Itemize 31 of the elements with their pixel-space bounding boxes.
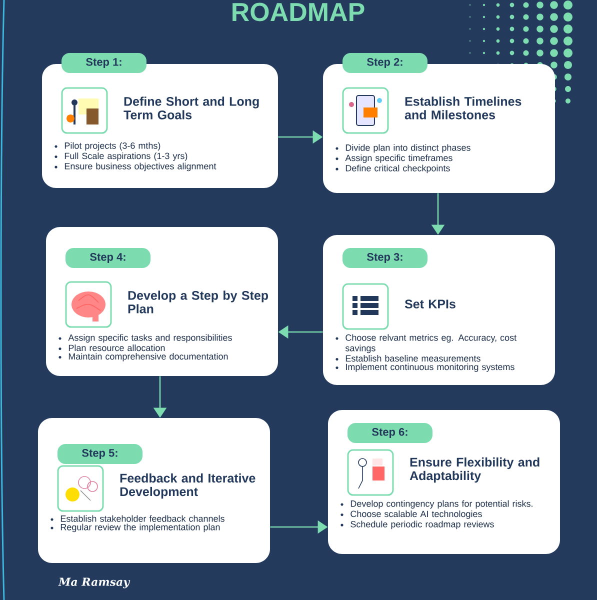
bullet-item: Ensure business objectives alignment	[54, 162, 216, 172]
signature: Ma Ramsay	[58, 578, 130, 588]
bullet-item: Regular review the implementation plan	[50, 524, 220, 532]
bullet-item: Assign specific timeframes	[336, 154, 452, 163]
title: ROADMAP	[232, 2, 364, 22]
step-badge: Step 4:	[66, 248, 150, 268]
step-heading: Feedback and Iterative Development	[120, 473, 256, 499]
step-badge: Step 3:	[342, 248, 428, 268]
step-heading: Ensure Flexibility and Adaptability	[410, 457, 540, 483]
bullet-item: Establish baseline measurements	[336, 355, 480, 362]
bullet-item: Maintain comprehensive documentation	[58, 353, 228, 362]
bullet-item: Define critical checkpoints	[336, 164, 450, 174]
bullet-item: Establish stakeholder feedback channels	[50, 515, 224, 522]
step-badge: Step 1:	[62, 53, 146, 73]
step-badge: Step 6:	[348, 423, 432, 443]
bullet-item: Choose scalable AI technologies	[340, 510, 482, 519]
bullet-item: Pilot projects (3-6 mths)	[54, 142, 160, 151]
bullet-item: Assign specific tasks and responsibilities	[58, 334, 232, 343]
step-badge: Step 2:	[342, 53, 428, 73]
bullet-item: Plan resource allocation	[58, 344, 165, 352]
step-heading: Set KPIs	[404, 300, 456, 308]
bullet-item: Schedule periodic roadmap reviews	[340, 520, 494, 530]
bullet-item: Choose relvant metrics eg. Accuracy, cost savings	[336, 334, 516, 354]
step-heading: Develop a Step by Step Plan	[128, 290, 268, 314]
bullet-item: Develop contingency plans for potential risks.	[340, 500, 532, 509]
bullet-item: Divide plan into distinct phases	[336, 144, 470, 153]
bullet-item: Full Scale aspirations (1-3 yrs)	[54, 152, 188, 161]
step-heading: Establish Timelines and Milestones	[404, 96, 522, 120]
bullet-item: Implement continuous monitoring systems	[336, 364, 514, 372]
step-heading: Define Short and Long Term Goals	[124, 96, 259, 120]
step-badge: Step 5:	[58, 444, 142, 464]
